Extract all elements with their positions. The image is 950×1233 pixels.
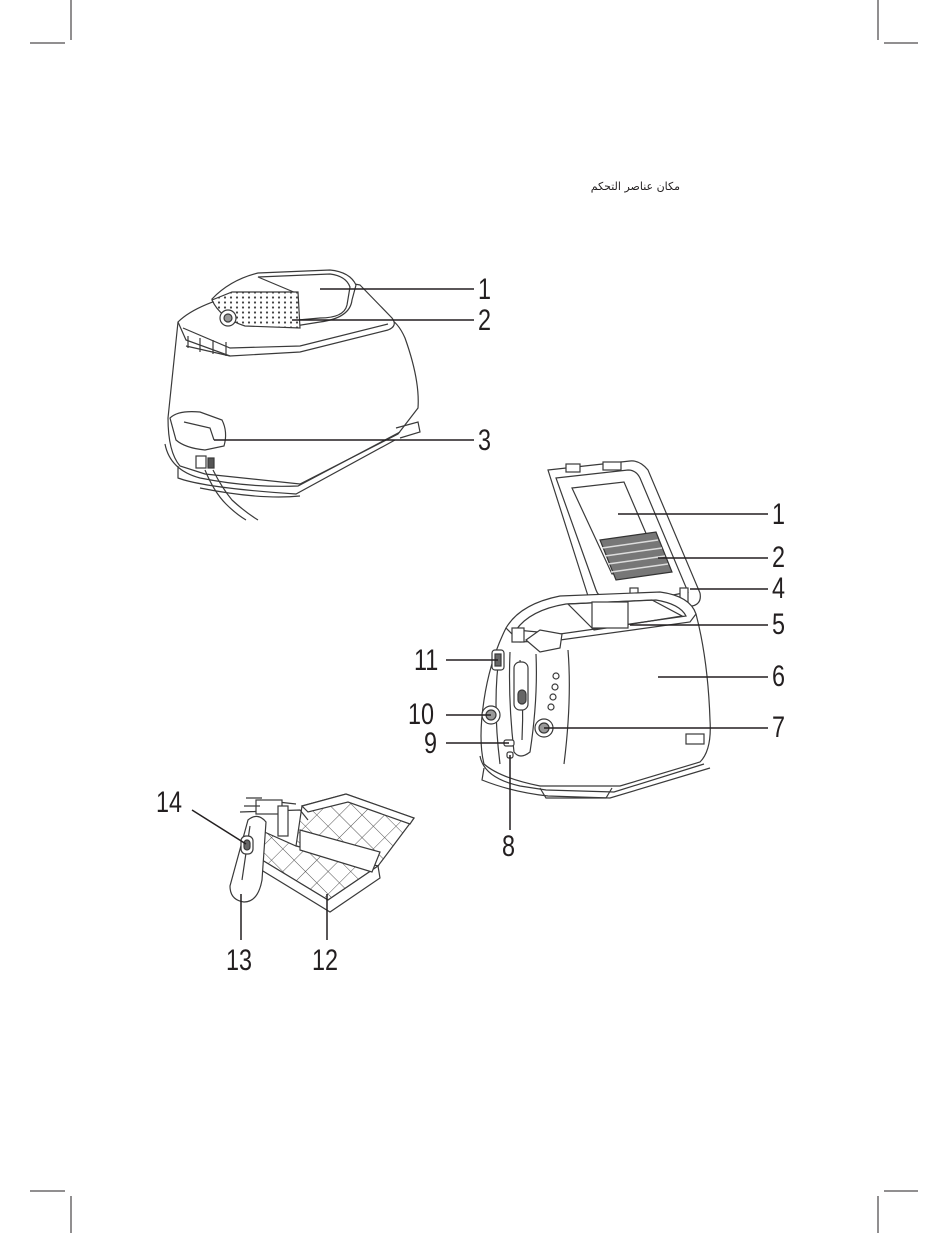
- callout-12-basket: 12: [312, 946, 338, 976]
- callout-4-open: 4: [772, 574, 785, 604]
- callout-11-open: 11: [414, 646, 438, 676]
- callout-7-open: 7: [772, 713, 785, 743]
- callout-2-top: 2: [478, 306, 491, 336]
- callout-5-open: 5: [772, 610, 785, 640]
- callout-6-open: 6: [772, 662, 785, 692]
- callout-14-basket: 14: [156, 788, 182, 818]
- page-heading: مكان عناصر التحكم: [560, 180, 680, 193]
- callout-8-open: 8: [502, 832, 515, 862]
- fryer-closed-drawing: [165, 270, 420, 520]
- fryer-open-drawing: [480, 461, 710, 798]
- callout-10-open: 10: [408, 700, 434, 730]
- basket-drawing: [230, 794, 414, 912]
- callout-1-top: 1: [478, 275, 491, 305]
- leader-line-14-basket: [192, 810, 246, 844]
- callout-9-open: 9: [424, 729, 437, 759]
- callout-13-basket: 13: [226, 946, 252, 976]
- callout-1-open: 1: [772, 500, 785, 530]
- callout-2-open: 2: [772, 543, 785, 573]
- callout-3-top: 3: [478, 426, 491, 456]
